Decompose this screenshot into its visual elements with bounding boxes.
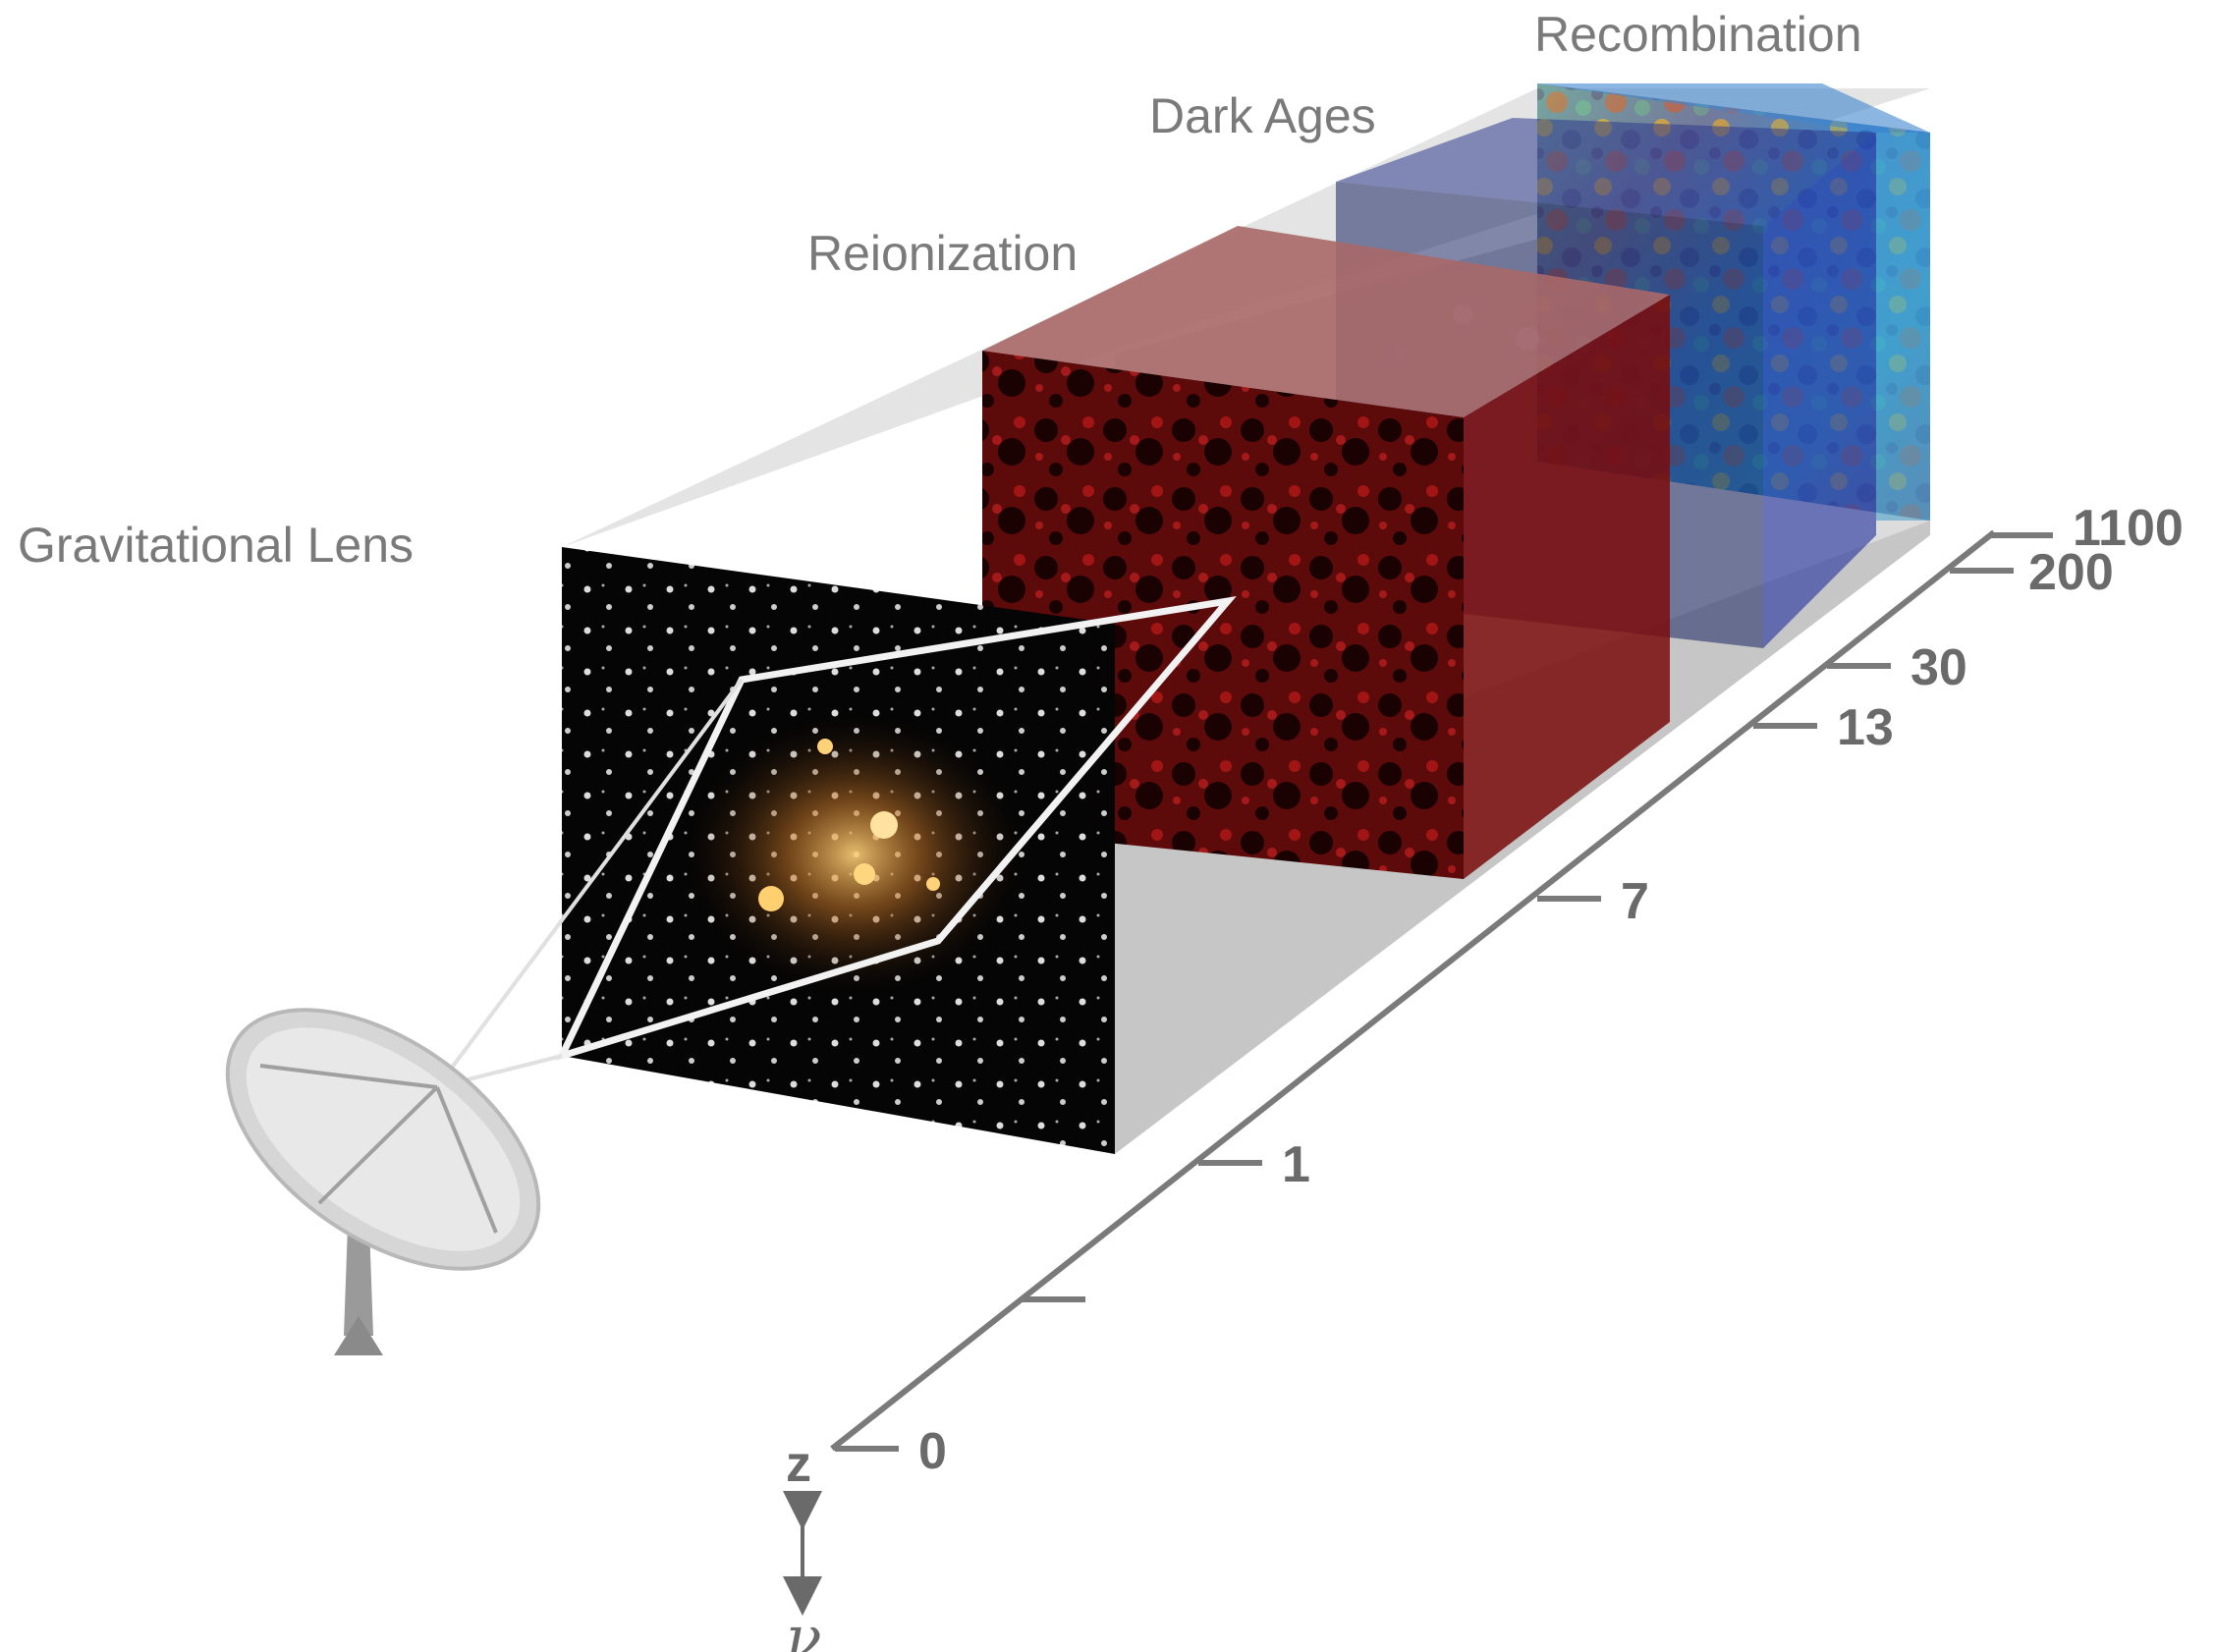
tick-label-7: 7 [1621, 873, 1649, 930]
label-recombination: Recombination [1534, 7, 1862, 62]
label-reionization: Reionization [807, 226, 1078, 281]
tunnel-floor-shadow [1115, 521, 1930, 1154]
axis-line [830, 529, 1996, 1452]
axis-name-z: z [786, 1436, 811, 1493]
tick-label-13: 13 [1837, 699, 1894, 756]
frequency-symbol: ν [786, 1604, 821, 1652]
label-gravitational-lens: Gravitational Lens [18, 518, 414, 573]
tick-label-0: 0 [918, 1423, 947, 1480]
lens-outline [555, 596, 1237, 1062]
radio-dish-icon [225, 1008, 541, 1355]
sight-line-upper [435, 678, 744, 1089]
redshift-axis: 0 1 7 13 30 200 1100 z ν [783, 500, 2184, 1652]
tick-label-1: 1 [1282, 1136, 1310, 1193]
label-dark-ages: Dark Ages [1149, 88, 1376, 143]
tick-label-200: 200 [2028, 544, 2114, 601]
tick-label-30: 30 [1910, 639, 1967, 696]
gravitational-lens-panel [555, 547, 1237, 1154]
tick-label-1100: 1100 [2073, 500, 2184, 557]
